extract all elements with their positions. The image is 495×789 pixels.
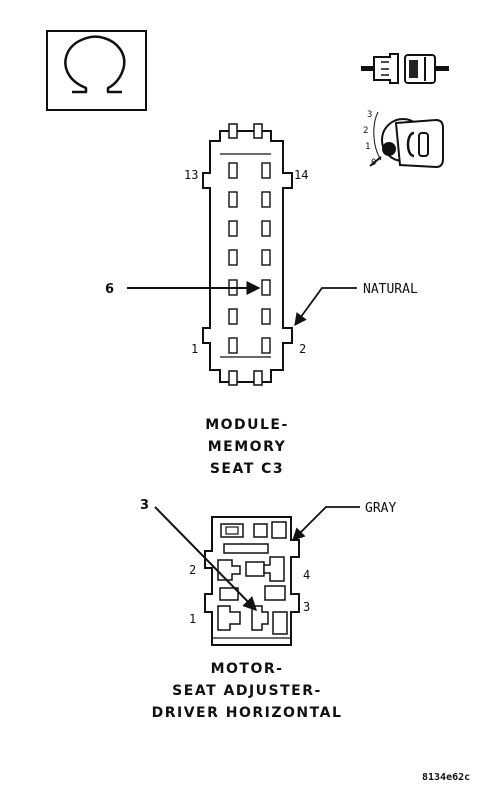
callout-pin-3: 3 — [140, 498, 149, 513]
pin-label-2: 2 — [299, 342, 306, 356]
motor-pin-label-1: 1 — [189, 612, 196, 626]
motor-pin-label-4: 4 — [303, 568, 310, 582]
pin-cavity — [228, 191, 238, 208]
connector-title-line-2: MEMORY — [208, 439, 286, 455]
ohm-symbol-icon — [46, 30, 147, 111]
wire-color-natural: NATURAL — [363, 282, 418, 297]
motor-pin-label-3: 3 — [303, 600, 310, 614]
connector-disconnect-icon — [361, 53, 449, 84]
pin-cavity — [228, 308, 238, 325]
pin-3-arrow — [154, 506, 257, 611]
pin-cavity — [228, 220, 238, 237]
wire-color-gray: GRAY — [365, 501, 396, 516]
pin-cavity — [261, 337, 271, 354]
seat-adjuster-motor-connector — [204, 516, 300, 646]
motor-title-line-2: SEAT ADJUSTER- — [172, 683, 322, 699]
pin-cavity — [261, 308, 271, 325]
ignition-position-3: 3 — [367, 110, 372, 120]
ignition-position-1: 1 — [365, 142, 370, 152]
pin-cavity — [261, 279, 271, 296]
ignition-key-icon: 3 2 1 0 — [363, 110, 444, 169]
pin-cavity — [228, 162, 238, 179]
pin-label-14: 14 — [294, 168, 308, 182]
natural-leader-arrow — [294, 287, 357, 327]
connector-title-line-1: MODULE- — [205, 417, 289, 433]
motor-title-line-3: DRIVER HORIZONTAL — [152, 705, 343, 721]
pin-cavity — [228, 249, 238, 266]
callout-pin-6: 6 — [105, 282, 114, 297]
connector-title-line-3: SEAT C3 — [210, 461, 284, 477]
pin-label-13: 13 — [184, 168, 198, 182]
motor-pin-label-2: 2 — [189, 563, 196, 577]
pin-cavity — [261, 162, 271, 179]
pin-cavity — [228, 337, 238, 354]
gray-leader-arrow — [292, 506, 360, 541]
memory-seat-connector — [202, 123, 293, 386]
pin-cavity — [261, 220, 271, 237]
ignition-position-2: 2 — [363, 126, 368, 136]
figure-reference-id: 8134e62c — [422, 772, 470, 783]
pin-cavity — [261, 249, 271, 266]
pin-label-1: 1 — [191, 342, 198, 356]
motor-title-line-1: MOTOR- — [211, 661, 284, 677]
pin-cavity — [261, 191, 271, 208]
